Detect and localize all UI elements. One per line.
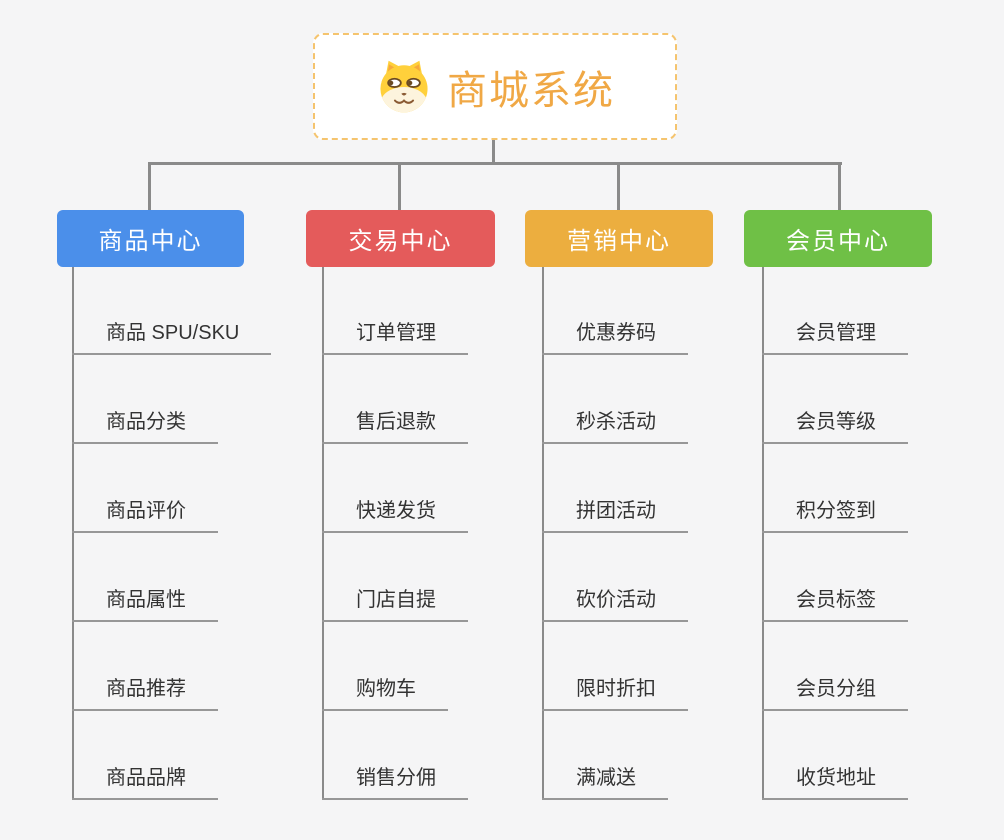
leaf-topic[interactable]: 商品 SPU/SKU: [72, 311, 272, 355]
leaf-topic[interactable]: 收货地址: [762, 756, 908, 800]
dog-face-icon: [380, 60, 428, 112]
root-topic[interactable]: 商城系统: [313, 33, 677, 140]
leaf-topic[interactable]: 订单管理: [322, 311, 468, 355]
leaf-topic[interactable]: 购物车: [322, 667, 448, 711]
leaf-topic[interactable]: 销售分佣: [322, 756, 468, 800]
leaf-topic[interactable]: 会员分组: [762, 667, 908, 711]
leaf-topic[interactable]: 限时折扣: [542, 667, 688, 711]
branch-product-center[interactable]: 商品中心: [57, 210, 244, 267]
connector-horizontal-bar: [148, 162, 842, 165]
rail-marketing: [542, 267, 544, 800]
leaf-topic[interactable]: 商品评价: [72, 489, 218, 533]
leaf-topic[interactable]: 会员管理: [762, 311, 908, 355]
branch-marketing-center[interactable]: 营销中心: [525, 210, 713, 267]
rail-member: [762, 267, 764, 800]
leaf-topic[interactable]: 会员标签: [762, 578, 908, 622]
leaf-topic[interactable]: 秒杀活动: [542, 400, 688, 444]
leaf-topic[interactable]: 商品分类: [72, 400, 218, 444]
leaf-topic[interactable]: 积分签到: [762, 489, 908, 533]
leaf-topic[interactable]: 拼团活动: [542, 489, 688, 533]
root-topic-label: 商城系统: [447, 68, 615, 113]
rail-trade: [322, 267, 324, 800]
connector-drop-trade: [398, 162, 401, 210]
leaf-topic[interactable]: 会员等级: [762, 400, 908, 444]
leaf-topic[interactable]: 快递发货: [322, 489, 468, 533]
leaf-topic[interactable]: 满减送: [542, 756, 668, 800]
leaf-topic[interactable]: 售后退款: [322, 400, 468, 444]
connector-drop-marketing: [617, 162, 620, 210]
connector-root-stem: [492, 140, 495, 163]
branch-member-center[interactable]: 会员中心: [744, 210, 932, 267]
branch-trade-center[interactable]: 交易中心: [306, 210, 495, 267]
leaf-topic[interactable]: 商品属性: [72, 578, 218, 622]
leaf-topic[interactable]: 商品品牌: [72, 756, 218, 800]
rail-product: [72, 267, 74, 800]
connector-drop-member: [838, 162, 841, 210]
leaf-topic[interactable]: 门店自提: [322, 578, 468, 622]
leaf-topic[interactable]: 砍价活动: [542, 578, 688, 622]
leaf-topic[interactable]: 优惠券码: [542, 311, 688, 355]
leaf-topic[interactable]: 商品推荐: [72, 667, 218, 711]
connector-drop-product: [148, 162, 151, 210]
